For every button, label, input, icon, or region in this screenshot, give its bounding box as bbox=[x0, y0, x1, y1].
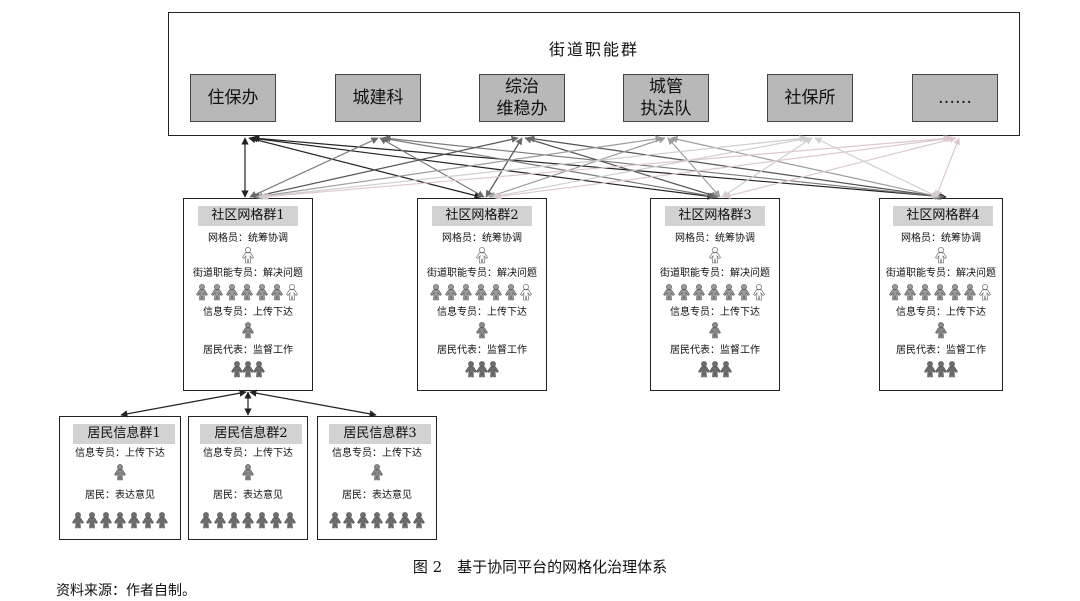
community-grid-title-1: 社区网格群1 bbox=[198, 206, 298, 226]
resident-info-title-1: 居民信息群1 bbox=[73, 424, 175, 444]
community-grid-title-4: 社区网格群4 bbox=[893, 206, 993, 226]
resident-info-staff-label-1: 信息专员：上传下达 bbox=[75, 448, 165, 459]
grid-street-staff-label-2: 街道职能专员：解决问题 bbox=[427, 268, 537, 279]
resident-label-3: 居民：表达意见 bbox=[342, 490, 412, 501]
street-function-group-box bbox=[168, 12, 1020, 136]
grid-coordinator-label-2: 网格员：统筹协调 bbox=[442, 233, 522, 244]
dept-housing-office: 住保办 bbox=[190, 74, 276, 122]
resident-info-title-3: 居民信息群3 bbox=[329, 424, 431, 444]
resident-info-staff-label-3: 信息专员：上传下达 bbox=[332, 448, 422, 459]
grid-street-staff-label-4: 街道职能专员：解决问题 bbox=[886, 268, 996, 279]
grid-coordinator-label-3: 网格员：统筹协调 bbox=[675, 233, 755, 244]
grid-info-staff-label-1: 信息专员：上传下达 bbox=[203, 307, 293, 318]
grid-info-staff-label-2: 信息专员：上传下达 bbox=[437, 307, 527, 318]
grid-resident-rep-label-1: 居民代表：监督工作 bbox=[203, 345, 293, 356]
dept-urban-enforcement: 城管 执法队 bbox=[623, 74, 709, 122]
grid-street-staff-label-3: 街道职能专员：解决问题 bbox=[660, 268, 770, 279]
resident-figures bbox=[72, 463, 425, 529]
dept-social-security: 社保所 bbox=[767, 74, 853, 122]
community-grid-title-2: 社区网格群2 bbox=[432, 206, 532, 226]
resident-label-2: 居民：表达意见 bbox=[213, 490, 283, 501]
dept-stability-office: 综治 维稳办 bbox=[479, 74, 565, 122]
community-grid-title-3: 社区网格群3 bbox=[665, 206, 765, 226]
grid-street-staff-label-1: 街道职能专员：解决问题 bbox=[193, 268, 303, 279]
grid-info-staff-label-3: 信息专员：上传下达 bbox=[670, 307, 760, 318]
dept-ellipsis: …… bbox=[912, 74, 998, 122]
grid-figures bbox=[196, 246, 991, 378]
grid-coordinator-label-1: 网格员：统筹协调 bbox=[208, 233, 288, 244]
resident-info-staff-label-2: 信息专员：上传下达 bbox=[203, 448, 293, 459]
grid-resident-rep-label-4: 居民代表：监督工作 bbox=[896, 345, 986, 356]
grid-coordinator-label-4: 网格员：统筹协调 bbox=[901, 233, 981, 244]
grid-resident-rep-label-2: 居民代表：监督工作 bbox=[437, 345, 527, 356]
data-source-note: 资料来源：作者自制。 bbox=[56, 583, 196, 599]
resident-label-1: 居民：表达意见 bbox=[85, 490, 155, 501]
grid-resident-rep-label-3: 居民代表：监督工作 bbox=[670, 345, 760, 356]
dept-urban-construction: 城建科 bbox=[335, 74, 421, 122]
grid-info-staff-label-4: 信息专员：上传下达 bbox=[896, 307, 986, 318]
street-function-group-title: 街道职能群 bbox=[548, 40, 639, 59]
resident-info-title-2: 居民信息群2 bbox=[200, 424, 302, 444]
figure-caption: 图 2 基于协同平台的网格化治理体系 bbox=[412, 558, 668, 576]
